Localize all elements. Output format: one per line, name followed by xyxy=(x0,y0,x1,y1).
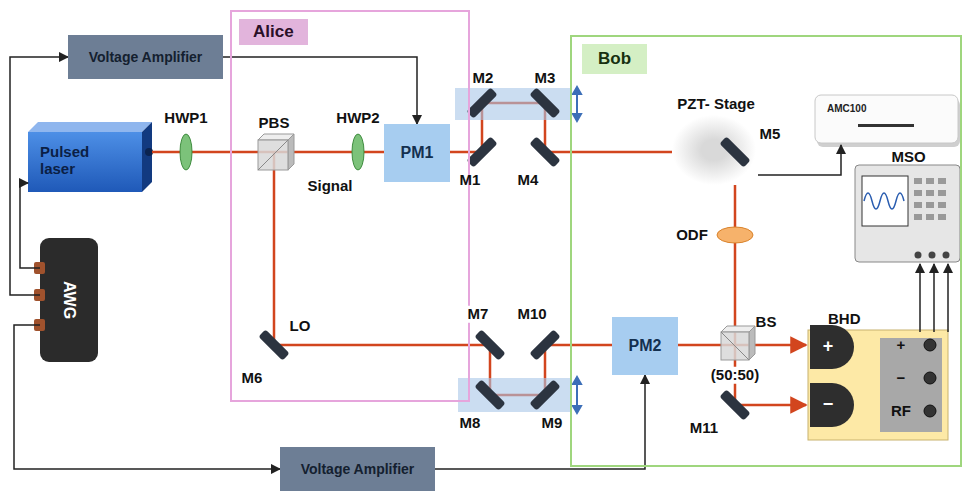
voltage-amplifier: Voltage Amplifier xyxy=(280,447,435,491)
pzt-stage: PZT- Stage xyxy=(674,117,758,187)
part-label: HWP2 xyxy=(336,110,379,127)
mirror-label: M1 xyxy=(460,172,481,189)
node-label: AMC100 xyxy=(827,103,866,114)
mirror-label: M9 xyxy=(542,415,563,432)
node-label: PM1 xyxy=(401,144,434,162)
mirror-label: M10 xyxy=(515,306,548,323)
node-label: Alice xyxy=(239,19,308,45)
part-label: + xyxy=(897,337,906,354)
phase-modulator: PM1 xyxy=(384,124,450,182)
part-label: BS xyxy=(756,314,777,331)
signal-wire xyxy=(223,57,417,124)
half-wave-plate xyxy=(352,134,364,170)
translation-stage xyxy=(458,378,572,412)
laser-body xyxy=(28,122,153,192)
beam-splitter-cube xyxy=(258,134,294,170)
pulsed-laser: Pulsed laser xyxy=(28,125,156,195)
node-label: PM2 xyxy=(629,337,662,355)
signal-wire xyxy=(758,145,841,175)
mirror-label: M5 xyxy=(760,126,781,143)
laser-beam xyxy=(152,103,806,405)
part-label: (50:50) xyxy=(709,367,761,384)
optical-density-filter xyxy=(717,227,753,243)
mirror-label: M6 xyxy=(242,370,263,387)
signal-wire xyxy=(10,57,68,295)
awg: AWG xyxy=(40,238,98,362)
mirror-label: M8 xyxy=(460,415,481,432)
node-label: Bob xyxy=(582,44,647,74)
node-label: Voltage Amplifier xyxy=(301,461,415,477)
alice-region: AlicePM1 xyxy=(230,10,470,402)
mirror-label: M2 xyxy=(473,70,494,87)
amc100-controller: AMC100 xyxy=(817,97,960,145)
signal-wire xyxy=(14,325,280,469)
part-label: − xyxy=(823,395,834,415)
signal-wire xyxy=(20,183,40,268)
part-label: + xyxy=(823,337,834,357)
mirror xyxy=(258,87,750,420)
node-label: Pulsed laser xyxy=(40,143,102,178)
signal-wire xyxy=(933,264,935,332)
signal-wire xyxy=(919,264,921,332)
node-label: AWG xyxy=(60,281,78,319)
part-label: ODF xyxy=(676,227,708,244)
node-label: BHD xyxy=(828,310,861,327)
balanced-detector xyxy=(808,325,948,440)
awg-body xyxy=(34,238,98,362)
translation-stage xyxy=(455,88,572,120)
balanced-detector: BHD xyxy=(810,332,950,442)
mirror-label: M3 xyxy=(535,70,556,87)
pzt-stage xyxy=(672,115,756,185)
beam-splitter-cube xyxy=(721,326,755,360)
part-label: RF xyxy=(891,403,911,420)
node-label: PZT- Stage xyxy=(677,95,755,112)
bob-region: BobPZT- Stage AMC100MSO BHD PM2 xyxy=(570,35,962,467)
node-label: Voltage Amplifier xyxy=(89,49,203,65)
part-label: LO xyxy=(290,318,311,335)
half-wave-plate xyxy=(180,134,192,170)
oscilloscope: MSO xyxy=(855,148,962,264)
mirror-label: M11 xyxy=(690,420,718,437)
part-label: PBS xyxy=(259,115,290,132)
signal-wire xyxy=(947,264,949,332)
part-label: Signal xyxy=(307,178,352,195)
mirror-label: M4 xyxy=(518,172,539,189)
phase-modulator: PM2 xyxy=(612,317,678,375)
signal-wire xyxy=(435,375,645,469)
oscilloscope xyxy=(855,165,960,262)
voltage-amplifier: Voltage Amplifier xyxy=(68,35,223,79)
amc100-controller xyxy=(815,95,960,147)
node-label: MSO xyxy=(855,148,962,165)
part-label: − xyxy=(897,370,906,387)
stage-arrow xyxy=(573,87,581,413)
part-label: HWP1 xyxy=(164,110,207,127)
mirror-label: M7 xyxy=(466,306,491,323)
